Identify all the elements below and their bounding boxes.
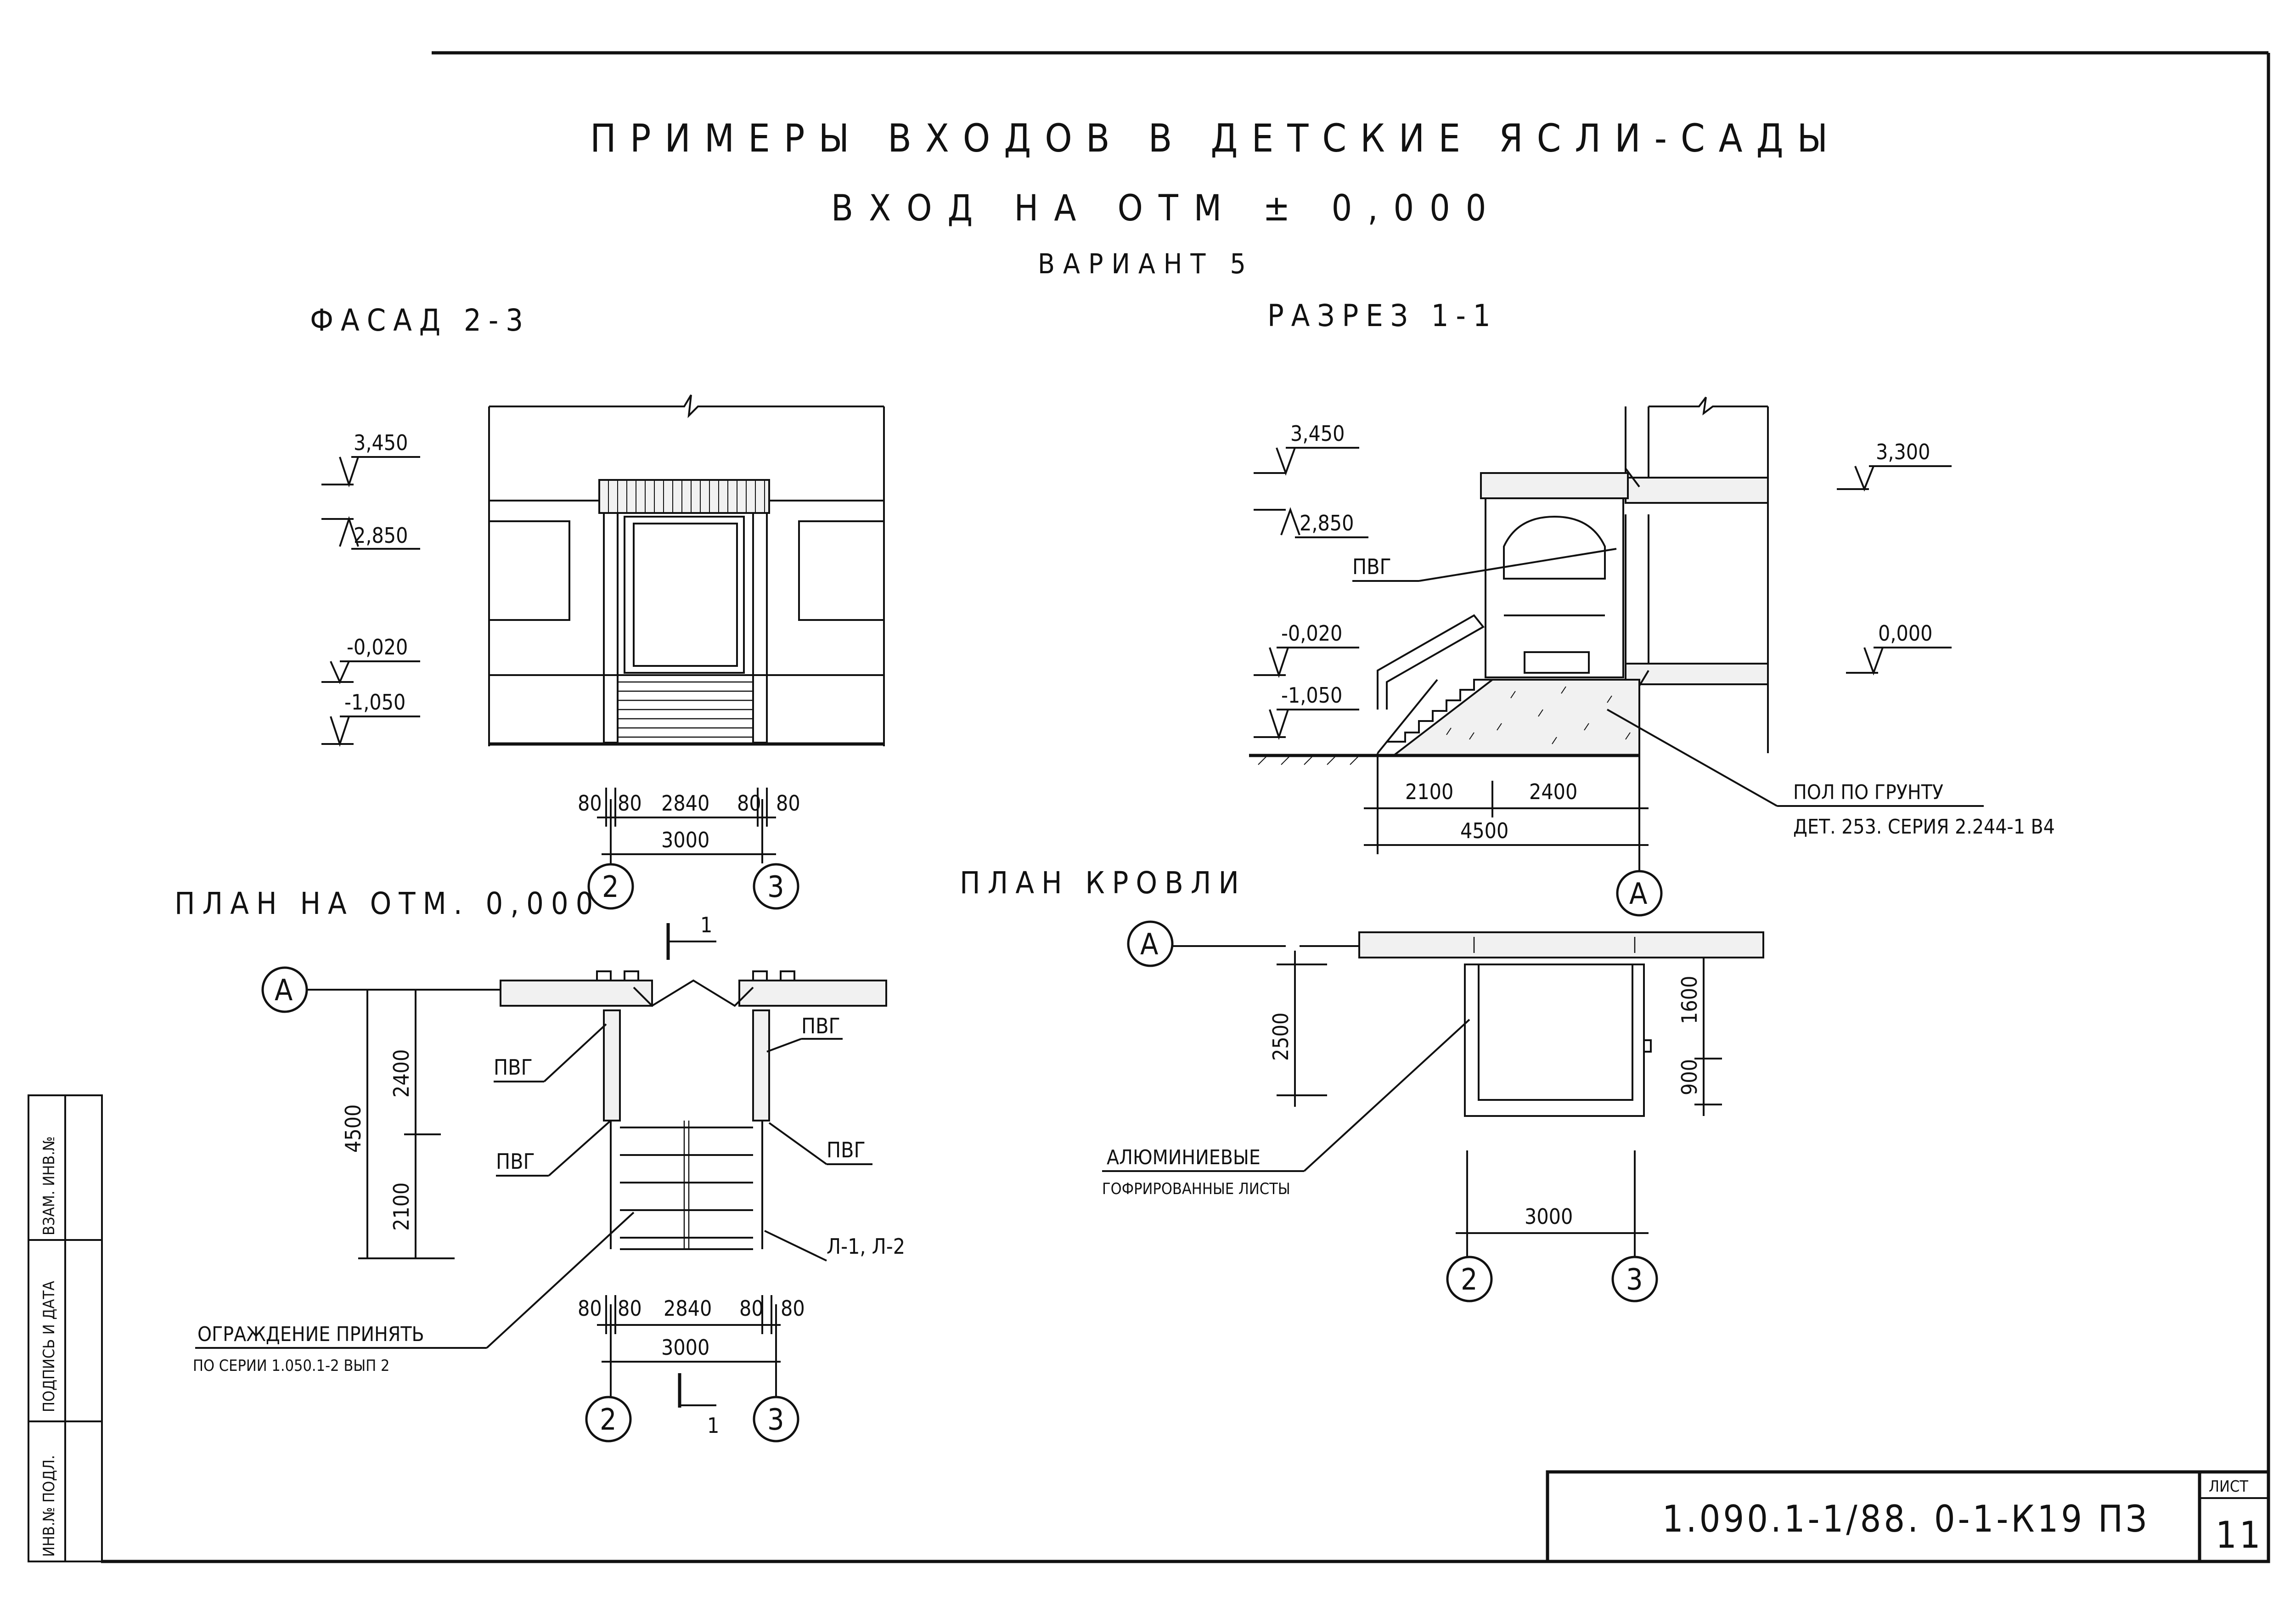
section-level-m0020: -0,020 xyxy=(1281,621,1342,646)
plan-label-pvg-2: ПВГ xyxy=(801,1014,840,1038)
plan-dim-4500: 4500 xyxy=(341,1105,366,1153)
roof-note-aluminium: АЛЮМИНИЕВЫЕ xyxy=(1107,1146,1261,1169)
plan-section-mark-top: 1 xyxy=(700,913,712,937)
roof-dim-1600: 1600 xyxy=(1677,976,1702,1024)
section-dim-2400: 2400 xyxy=(1529,779,1577,804)
section-note-detail: ДЕТ. 253. СЕРИЯ 2.244-1 В4 xyxy=(1793,815,2055,839)
roof-plan-heading: ПЛАН КРОВЛИ xyxy=(960,865,1246,901)
plan-dim-80-b: 80 xyxy=(618,1296,642,1321)
main-title: ПРИМЕРЫ ВХОДОВ В ДЕТСКИЕ ЯСЛИ-САДЫ xyxy=(590,116,1841,161)
facade-heading: ФАСАД 2-3 xyxy=(310,303,530,338)
section-axis-a-marker xyxy=(1616,870,1663,917)
plan-heading: ПЛАН НА ОТМ. 0,000 xyxy=(174,886,600,921)
section-label-pvg: ПВГ xyxy=(1352,554,1391,579)
side-stamp-field-sign: ПОДПИСЬ И ДАТА xyxy=(40,1281,58,1412)
facade-level-m1050: -1,050 xyxy=(344,690,405,715)
plan-dim-2840: 2840 xyxy=(664,1296,712,1321)
plan-axis-3-label: 3 xyxy=(767,1403,784,1437)
roof-dim-900: 900 xyxy=(1677,1059,1702,1095)
title-block: 1.090.1-1/88. 0-1-К19 ПЗ ЛИСТ 11 xyxy=(1546,1470,2270,1563)
plan-note-series: ПО СЕРИИ 1.050.1-2 ВЫП 2 xyxy=(193,1357,389,1375)
plan-dim-2100: 2100 xyxy=(389,1183,414,1231)
facade-view: ФАСАД 2-3 3,450 2,850 -0,020 -1,050 xyxy=(310,303,885,910)
facade-axis-3-marker xyxy=(753,863,799,910)
plan-label-railing: Л-1, Л-2 xyxy=(827,1234,905,1259)
roof-dim-2500: 2500 xyxy=(1268,1013,1293,1061)
facade-level-2850: 2,850 xyxy=(354,523,408,548)
roof-axis-3-label: 3 xyxy=(1626,1263,1643,1297)
facade-dim-80-b: 80 xyxy=(618,791,642,816)
section-level-3300: 3,300 xyxy=(1876,440,1930,464)
roof-axis-a-label: А xyxy=(1140,928,1158,962)
facade-level-m0020: -0,020 xyxy=(347,635,408,659)
plan-dim-80-a: 80 xyxy=(578,1296,602,1321)
section-level-3450: 3,450 xyxy=(1290,421,1345,446)
section-dim-4500: 4500 xyxy=(1460,818,1508,843)
section-axis-a-label: А xyxy=(1629,877,1647,911)
plan-dim-80-d: 80 xyxy=(781,1296,805,1321)
facade-axis-2-label: 2 xyxy=(602,870,619,904)
variant-title: ВАРИАНТ 5 xyxy=(1038,248,1254,280)
section-level-2850: 2,850 xyxy=(1300,511,1354,535)
facade-dim-80-d: 80 xyxy=(776,791,800,816)
facade-level-marks: 3,450 2,850 -0,020 -1,050 xyxy=(321,430,420,747)
plan-label-pvg-1: ПВГ xyxy=(494,1055,533,1080)
sheet-number: 11 xyxy=(2216,1514,2263,1556)
plan-view: ПЛАН НА ОТМ. 0,000 А 1 1 xyxy=(174,886,905,1443)
facade-axis-2-marker xyxy=(587,863,634,910)
side-stamp: ИНВ.№ ПОДЛ. ПОДПИСЬ И ДАТА ВЗАМ. ИНВ.№ xyxy=(28,1094,103,1562)
section-dim-2100: 2100 xyxy=(1405,779,1453,804)
plan-dim-80-c: 80 xyxy=(739,1296,764,1321)
section-level-0000: 0,000 xyxy=(1878,621,1932,646)
plan-label-pvg-4: ПВГ xyxy=(827,1138,866,1162)
plan-label-pvg-3: ПВГ xyxy=(496,1149,535,1174)
document-code: 1.090.1-1/88. 0-1-К19 ПЗ xyxy=(1662,1498,2150,1540)
facade-dim-80-a: 80 xyxy=(578,791,602,816)
plan-dim-2400: 2400 xyxy=(389,1049,414,1098)
facade-dim-80-c: 80 xyxy=(737,791,761,816)
roof-note-corrugated: ГОФРИРОВАННЫЕ ЛИСТЫ xyxy=(1102,1180,1290,1198)
plan-section-mark-bottom: 1 xyxy=(707,1413,719,1438)
plan-axis-2-marker xyxy=(585,1396,632,1443)
section-view: РАЗРЕЗ 1-1 3,450 2,850 -0,020 -1,050 3,3… xyxy=(1249,298,2055,917)
side-stamp-field-inv: ИНВ.№ ПОДЛ. xyxy=(40,1455,58,1557)
sheet-label: ЛИСТ xyxy=(2209,1477,2248,1496)
facade-dim-2840: 2840 xyxy=(661,791,709,816)
facade-dim-3000: 3000 xyxy=(661,828,709,852)
plan-axis-3-marker xyxy=(753,1396,799,1443)
plan-axis-2-label: 2 xyxy=(600,1403,617,1437)
roof-axis-2-label: 2 xyxy=(1461,1263,1478,1297)
section-level-m1050: -1,050 xyxy=(1281,683,1342,708)
plan-note-railing: ОГРАЖДЕНИЕ ПРИНЯТЬ xyxy=(197,1323,424,1346)
roof-axis-2-marker xyxy=(1446,1256,1493,1302)
section-heading: РАЗРЕЗ 1-1 xyxy=(1267,298,1498,333)
plan-axis-a-label: А xyxy=(275,974,293,1008)
sub-title: ВХОД НА ОТМ ± 0,000 xyxy=(831,188,1502,229)
roof-axis-3-marker xyxy=(1611,1256,1658,1302)
side-stamp-field-replace: ВЗАМ. ИНВ.№ xyxy=(40,1136,58,1235)
plan-dim-3000: 3000 xyxy=(661,1335,709,1360)
roof-axis-a-marker xyxy=(1127,920,1174,967)
roof-plan-view: ПЛАН КРОВЛИ А 2500 1600 900 АЛЮМИНИЕВЫЕ … xyxy=(960,865,1764,1302)
facade-axis-3-label: 3 xyxy=(767,870,784,904)
roof-dim-3000: 3000 xyxy=(1525,1204,1573,1229)
facade-level-3450: 3,450 xyxy=(354,430,408,455)
section-note-floor: ПОЛ ПО ГРУНТУ xyxy=(1793,781,1943,804)
